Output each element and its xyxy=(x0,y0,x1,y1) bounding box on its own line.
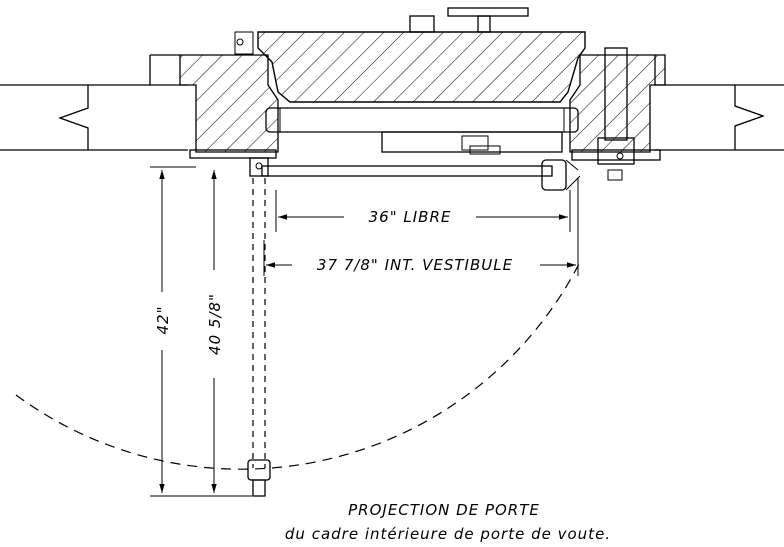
right-wall xyxy=(654,55,784,151)
dimension-vestibule-width: 37 7/8" INT. VESTIBULE xyxy=(263,178,579,276)
vault-door-slab xyxy=(257,7,586,103)
vestibule-width-label: 37 7/8" INT. VESTIBULE xyxy=(317,256,513,274)
dimension-clear-width: 36" LIBRE xyxy=(275,190,571,232)
dimension-inner-depth: 40 5/8" xyxy=(206,170,224,493)
door-swing-projection xyxy=(15,157,581,497)
caption-title: PROJECTION DE PORTE xyxy=(348,501,540,519)
left-frame-section xyxy=(179,31,279,159)
left-wall xyxy=(0,54,188,151)
caption-subtitle: du cadre intérieure de porte de voute. xyxy=(285,525,611,543)
right-frame-section xyxy=(569,47,666,181)
dimension-total-depth: 42" xyxy=(150,166,252,497)
clear-width-label: 36" LIBRE xyxy=(369,208,452,226)
inner-depth-label: 40 5/8" xyxy=(206,293,224,355)
total-depth-label: 42" xyxy=(154,306,172,335)
door-lower-assembly xyxy=(261,107,581,191)
